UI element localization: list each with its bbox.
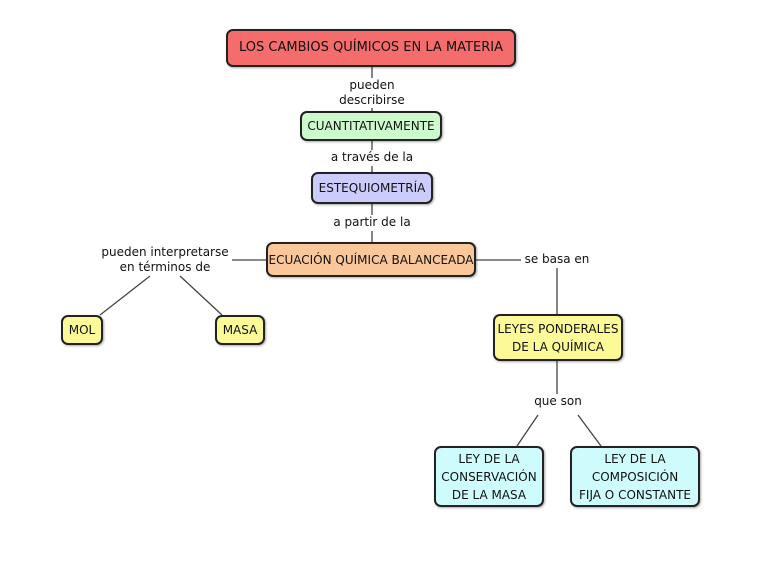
line-que-son-label-to-composicion xyxy=(577,414,602,447)
link-se-basa-en: se basa en xyxy=(521,252,593,267)
node-mol: MOL xyxy=(61,315,103,345)
node-leyes-ponderales: LEYES PONDERALES DE LA QUÍMICA xyxy=(493,314,623,361)
node-ecuacion: ECUACIÓN QUÍMICA BALANCEADA xyxy=(266,242,476,277)
node-masa: MASA xyxy=(215,315,265,345)
line-interpret-label-to-masa xyxy=(179,275,223,316)
link-que-son: que son xyxy=(530,394,586,409)
line-que-son-label-to-conservacion xyxy=(516,414,539,447)
link-pueden-interpretarse: pueden interpretarse en términos de xyxy=(98,245,232,275)
node-root: LOS CAMBIOS QUÍMICOS EN LA MATERIA xyxy=(226,29,516,67)
line-interpret-label-to-mol xyxy=(99,275,151,316)
node-ley-composicion: LEY DE LA COMPOSICIÓN FIJA O CONSTANTE xyxy=(570,446,700,507)
node-estequiometria: ESTEQUIOMETRÍA xyxy=(311,172,433,204)
link-a-traves-de-la: a través de la xyxy=(328,150,416,165)
node-cuantitativamente: CUANTITATIVAMENTE xyxy=(300,111,442,141)
node-ley-conservacion: LEY DE LA CONSERVACIÓN DE LA MASA xyxy=(434,446,544,507)
link-pueden-describirse: pueden describirse xyxy=(316,78,428,108)
link-a-partir-de-la: a partir de la xyxy=(330,215,414,230)
